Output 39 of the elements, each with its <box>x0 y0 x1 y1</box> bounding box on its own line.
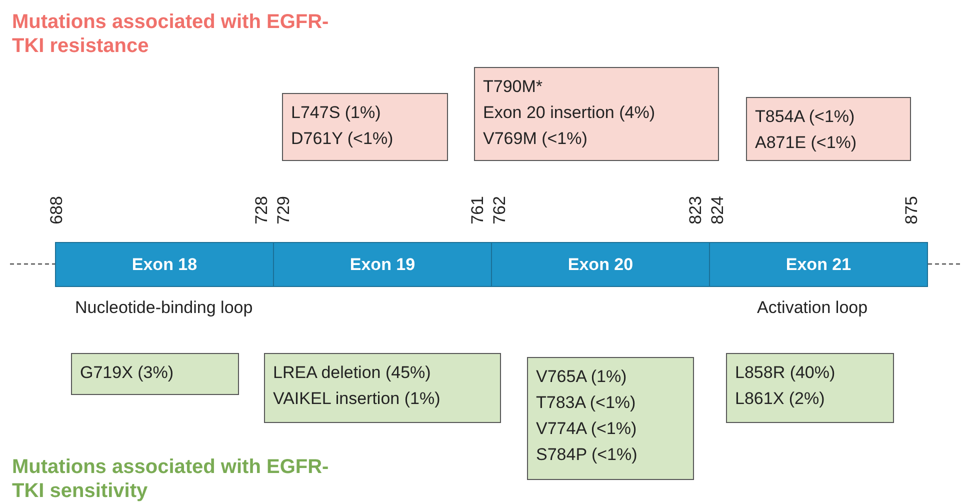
mutation-box <box>726 353 894 423</box>
mutation-text: V769M (<1%) <box>483 128 588 150</box>
mutation-text: T854A (<1%) <box>755 106 856 128</box>
mutation-text: T790M* <box>483 76 544 98</box>
mutation-text: LREA deletion (45%) <box>273 362 432 384</box>
mutation-text: L861X (2%) <box>735 388 826 410</box>
mutation-text: V765A (1%) <box>536 366 628 388</box>
mutation-text: L747S (1%) <box>291 102 382 124</box>
mutation-box <box>746 97 911 161</box>
region-label: Nucleotide-binding loop <box>75 298 253 318</box>
exon-segment: Exon 19 <box>273 242 492 287</box>
residue-number: 761 <box>468 196 488 224</box>
residue-number: 729 <box>274 196 294 224</box>
mutation-box <box>264 353 501 423</box>
exon-segment: Exon 18 <box>55 242 274 287</box>
mutation-box <box>282 93 448 161</box>
section-heading: Mutations associated with EGFR-TKI sensitivity <box>12 455 330 502</box>
mutation-text: G719X (3%) <box>80 362 175 384</box>
mutation-text: S784P (<1%) <box>536 444 638 466</box>
residue-number: 823 <box>686 196 706 224</box>
mutation-text: A871E (<1%) <box>755 132 858 154</box>
residue-number: 824 <box>708 196 728 224</box>
mutation-text: T783A (<1%) <box>536 392 637 414</box>
mutation-text: VAIKEL insertion (1%) <box>273 388 442 410</box>
mutation-text: V774A (<1%) <box>536 418 638 440</box>
mutation-text: L858R (40%) <box>735 362 836 384</box>
mutation-box <box>527 357 694 480</box>
exon-segment: Exon 21 <box>709 242 928 287</box>
exon-segment: Exon 20 <box>491 242 710 287</box>
residue-number: 688 <box>47 196 67 224</box>
residue-number: 875 <box>902 196 922 224</box>
residue-number: 728 <box>252 196 272 224</box>
region-label: Activation loop <box>757 298 868 318</box>
mutation-text: D761Y (<1%) <box>291 128 394 150</box>
section-heading: Mutations associated with EGFR-TKI resistance <box>12 10 330 58</box>
mutation-box <box>474 67 719 161</box>
mutation-box <box>71 353 239 395</box>
mutation-text: Exon 20 insertion (4%) <box>483 102 656 124</box>
residue-number: 762 <box>490 196 510 224</box>
